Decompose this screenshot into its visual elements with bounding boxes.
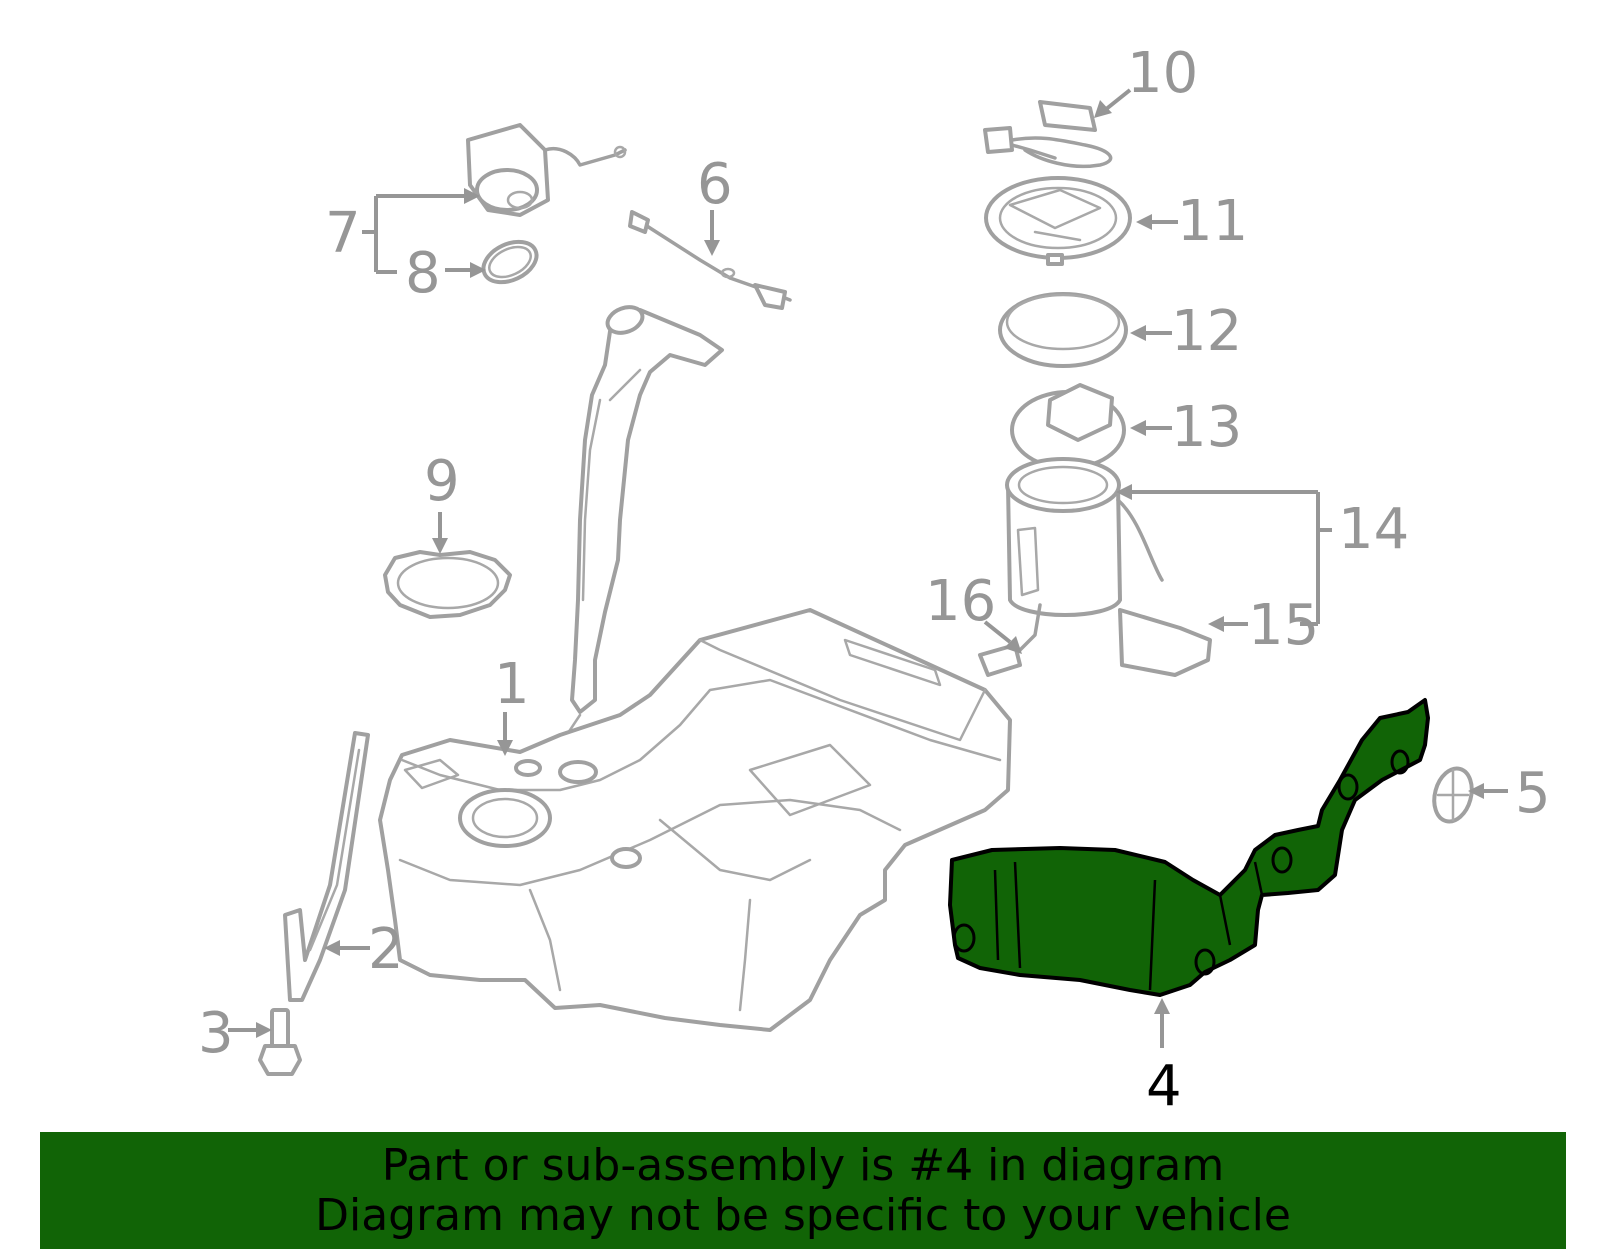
part-4-heat-shield[interactable] (948, 698, 1430, 997)
callout-9[interactable]: 9 (424, 449, 460, 514)
part-1-fuel-tank[interactable] (378, 608, 1012, 1032)
callout-labels: 1 2 3 4 5 6 7 8 9 10 11 12 13 14 15 16 (198, 41, 1551, 1119)
callout-15[interactable]: 15 (1248, 593, 1319, 658)
part-3-bolt[interactable] (258, 1008, 302, 1076)
callout-4[interactable]: 4 (1146, 1054, 1182, 1119)
part-12-seal[interactable] (998, 292, 1128, 368)
part-5-grommet[interactable] (1429, 764, 1478, 825)
callout-1[interactable]: 1 (494, 652, 530, 717)
part-8-seal-ring[interactable] (477, 234, 543, 290)
callout-5[interactable]: 5 (1515, 761, 1551, 826)
part-13-14-fuel-pump[interactable] (1005, 383, 1212, 677)
part-6-vent-line[interactable] (628, 210, 792, 310)
callout-16[interactable]: 16 (925, 569, 996, 634)
callout-7[interactable]: 7 (325, 201, 361, 266)
leader-lines (228, 88, 1508, 1048)
part-2-tank-strap[interactable] (283, 731, 370, 1002)
part-11-flange-cover[interactable] (984, 176, 1132, 266)
callout-6[interactable]: 6 (697, 152, 733, 217)
part-10-wiring-harness[interactable] (983, 100, 1113, 169)
callout-11[interactable]: 11 (1177, 189, 1248, 254)
part-9-lock-ring[interactable] (383, 550, 512, 619)
part-7-fuel-cap[interactable] (466, 123, 627, 217)
callout-10[interactable]: 10 (1127, 41, 1198, 106)
callout-2[interactable]: 2 (368, 917, 404, 982)
filler-neck[interactable] (546, 303, 724, 767)
callout-14[interactable]: 14 (1338, 497, 1409, 562)
callout-3[interactable]: 3 (198, 1001, 234, 1066)
callout-8[interactable]: 8 (405, 241, 441, 306)
info-banner: Part or sub-assembly is #4 in diagram Di… (40, 1132, 1566, 1249)
banner-part-note: Part or sub-assembly is #4 in diagram (381, 1139, 1225, 1191)
part-16-connector[interactable] (978, 603, 1042, 677)
callout-12[interactable]: 12 (1171, 299, 1242, 364)
banner-disclaimer: Diagram may not be specific to your vehi… (315, 1189, 1291, 1241)
callout-13[interactable]: 13 (1171, 395, 1242, 460)
